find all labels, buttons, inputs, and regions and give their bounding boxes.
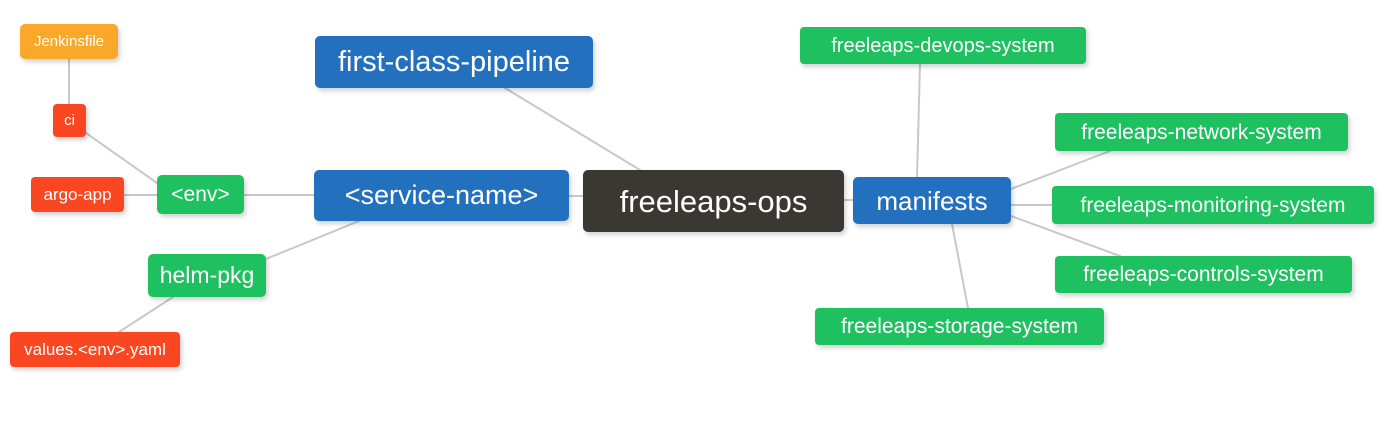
edge-manifests-to-freeleaps-devops-system bbox=[916, 63, 921, 178]
node-ci[interactable]: ci bbox=[53, 104, 86, 137]
node-freeleaps-controls-system[interactable]: freeleaps-controls-system bbox=[1055, 256, 1352, 293]
node-jenkinsfile[interactable]: Jenkinsfile bbox=[20, 24, 118, 59]
node-freeleaps-monitoring-system[interactable]: freeleaps-monitoring-system bbox=[1052, 186, 1374, 224]
node-env[interactable]: <env> bbox=[157, 175, 244, 214]
node-freeleaps-ops[interactable]: freeleaps-ops bbox=[583, 170, 844, 232]
node-label-service-name: <service-name> bbox=[344, 180, 539, 210]
node-label-freeleaps-monitoring-system: freeleaps-monitoring-system bbox=[1080, 193, 1346, 217]
node-label-argo-app: argo-app bbox=[43, 185, 112, 204]
edge-first-class-pipeline-to-freeleaps-ops bbox=[504, 87, 641, 171]
node-label-freeleaps-controls-system: freeleaps-controls-system bbox=[1083, 263, 1324, 286]
node-values-yaml[interactable]: values.<env>.yaml bbox=[10, 332, 180, 367]
node-freeleaps-network-system[interactable]: freeleaps-network-system bbox=[1055, 113, 1348, 151]
node-label-jenkinsfile: Jenkinsfile bbox=[33, 33, 105, 50]
node-label-freeleaps-ops: freeleaps-ops bbox=[619, 183, 808, 219]
node-manifests[interactable]: manifests bbox=[853, 177, 1011, 224]
edge-helm-pkg-to-values-yaml bbox=[118, 296, 174, 333]
edge-service-name-to-helm-pkg bbox=[265, 220, 360, 260]
node-first-class-pipeline[interactable]: first-class-pipeline bbox=[315, 36, 593, 88]
node-label-env: <env> bbox=[171, 183, 230, 206]
node-label-freeleaps-storage-system: freeleaps-storage-system bbox=[841, 315, 1078, 338]
node-label-ci: ci bbox=[64, 112, 75, 129]
node-label-freeleaps-devops-system: freeleaps-devops-system bbox=[831, 34, 1055, 57]
node-label-manifests: manifests bbox=[876, 185, 988, 216]
node-freeleaps-devops-system[interactable]: freeleaps-devops-system bbox=[800, 27, 1086, 64]
node-freeleaps-storage-system[interactable]: freeleaps-storage-system bbox=[815, 308, 1104, 345]
node-helm-pkg[interactable]: helm-pkg bbox=[148, 254, 266, 297]
node-label-values-yaml: values.<env>.yaml bbox=[24, 340, 166, 359]
node-label-helm-pkg: helm-pkg bbox=[159, 262, 255, 288]
edge-ci-to-env bbox=[85, 132, 158, 184]
edge-manifests-to-freeleaps-network-system bbox=[1010, 150, 1111, 190]
node-label-freeleaps-network-system: freeleaps-network-system bbox=[1081, 120, 1322, 144]
node-argo-app[interactable]: argo-app bbox=[31, 177, 124, 212]
node-label-first-class-pipeline: first-class-pipeline bbox=[337, 45, 571, 78]
edge-manifests-to-freeleaps-storage-system bbox=[951, 223, 969, 309]
node-service-name[interactable]: <service-name> bbox=[314, 170, 569, 221]
